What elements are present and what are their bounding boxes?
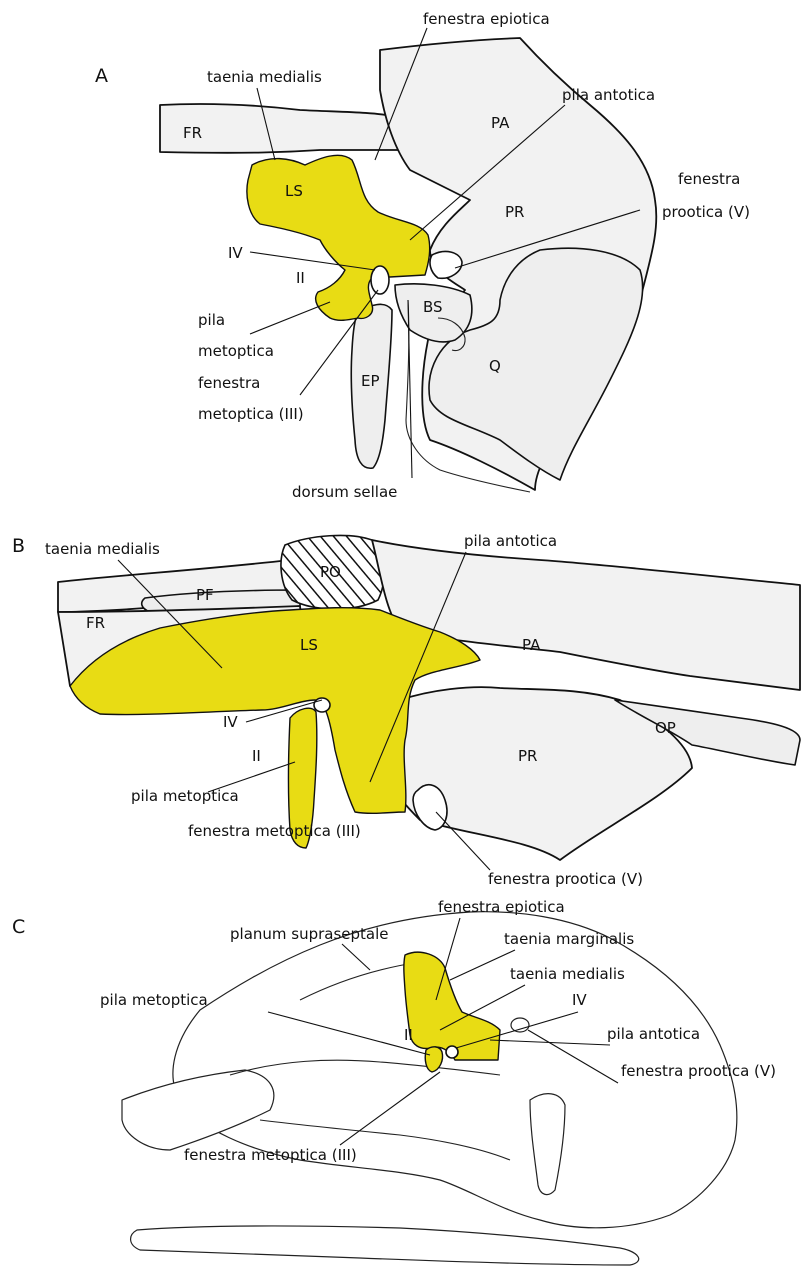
label-a-pr: PR	[505, 203, 524, 221]
label-a-pa: PA	[491, 114, 510, 132]
label-c-fenestra-prootica: fenestra prootica (V)	[621, 1062, 776, 1080]
label-b-pila-antotica: pila antotica	[464, 532, 557, 550]
label-b-ls: LS	[300, 636, 318, 654]
panel-a-letter: A	[95, 65, 108, 87]
panel-c: C fenestra epiotica planum supraseptale …	[12, 898, 776, 1265]
panel-c-lower-jaw	[131, 1226, 639, 1265]
label-a-pila-metoptica-2: metoptica	[198, 342, 274, 360]
label-b-pa: PA	[522, 636, 541, 654]
panel-b: B taenia medialis pila antotica PF PO FR…	[12, 532, 800, 888]
label-b-pf: PF	[196, 586, 214, 604]
label-a-pila-metoptica-1: pila	[198, 311, 225, 329]
label-b-fr: FR	[86, 614, 105, 632]
label-b-pila-metoptica: pila metoptica	[131, 787, 239, 805]
label-b-fenestra-metoptica: fenestra metoptica (III)	[188, 822, 361, 840]
panel-c-fenestra-prootica-hole	[511, 1018, 529, 1032]
label-c-taenia-marginalis: taenia marginalis	[504, 930, 634, 948]
label-a-fenestra-metoptica-1: fenestra	[198, 374, 260, 392]
label-a-fenestra-metoptica-2: metoptica (III)	[198, 405, 304, 423]
label-b-ii: II	[252, 747, 261, 765]
label-b-taenia-medialis: taenia medialis	[45, 540, 160, 558]
label-c-taenia-medialis: taenia medialis	[510, 965, 625, 983]
label-a-dorsum-sellae: dorsum sellae	[292, 483, 397, 501]
label-a-pila-antotica: pila antotica	[562, 86, 655, 104]
label-a-fenestra-epiotica: fenestra epiotica	[423, 10, 550, 28]
label-c-fenestra-metoptica: fenestra metoptica (III)	[184, 1146, 357, 1164]
label-a-bs: BS	[423, 298, 443, 316]
label-c-ii: II	[404, 1026, 413, 1044]
label-b-op: OP	[655, 719, 676, 737]
label-b-pr: PR	[518, 747, 537, 765]
label-a-fenestra-prootica-1: fenestra	[678, 170, 740, 188]
label-c-pila-metoptica: pila metoptica	[100, 991, 208, 1009]
label-a-fenestra-prootica-2: prootica (V)	[662, 203, 750, 221]
panel-b-letter: B	[12, 535, 25, 557]
label-a-taenia-medialis: taenia medialis	[207, 68, 322, 86]
panel-a: A fenestra epiotica taenia medialis pila…	[95, 10, 750, 501]
panel-c-letter: C	[12, 916, 25, 938]
label-b-po: PO	[320, 563, 341, 581]
label-c-iv: IV	[572, 991, 587, 1009]
label-c-planum-supraseptale: planum supraseptale	[230, 925, 389, 943]
label-b-fenestra-prootica: fenestra prootica (V)	[488, 870, 643, 888]
label-a-ls: LS	[285, 182, 303, 200]
label-c-pila-antotica: pila antotica	[607, 1025, 700, 1043]
label-c-fenestra-epiotica: fenestra epiotica	[438, 898, 565, 916]
label-a-ep: EP	[361, 372, 380, 390]
label-a-ii: II	[296, 269, 305, 287]
label-a-q: Q	[489, 357, 501, 375]
label-b-iv: IV	[223, 713, 238, 731]
label-a-iv: IV	[228, 244, 243, 262]
label-a-fr: FR	[183, 124, 202, 142]
